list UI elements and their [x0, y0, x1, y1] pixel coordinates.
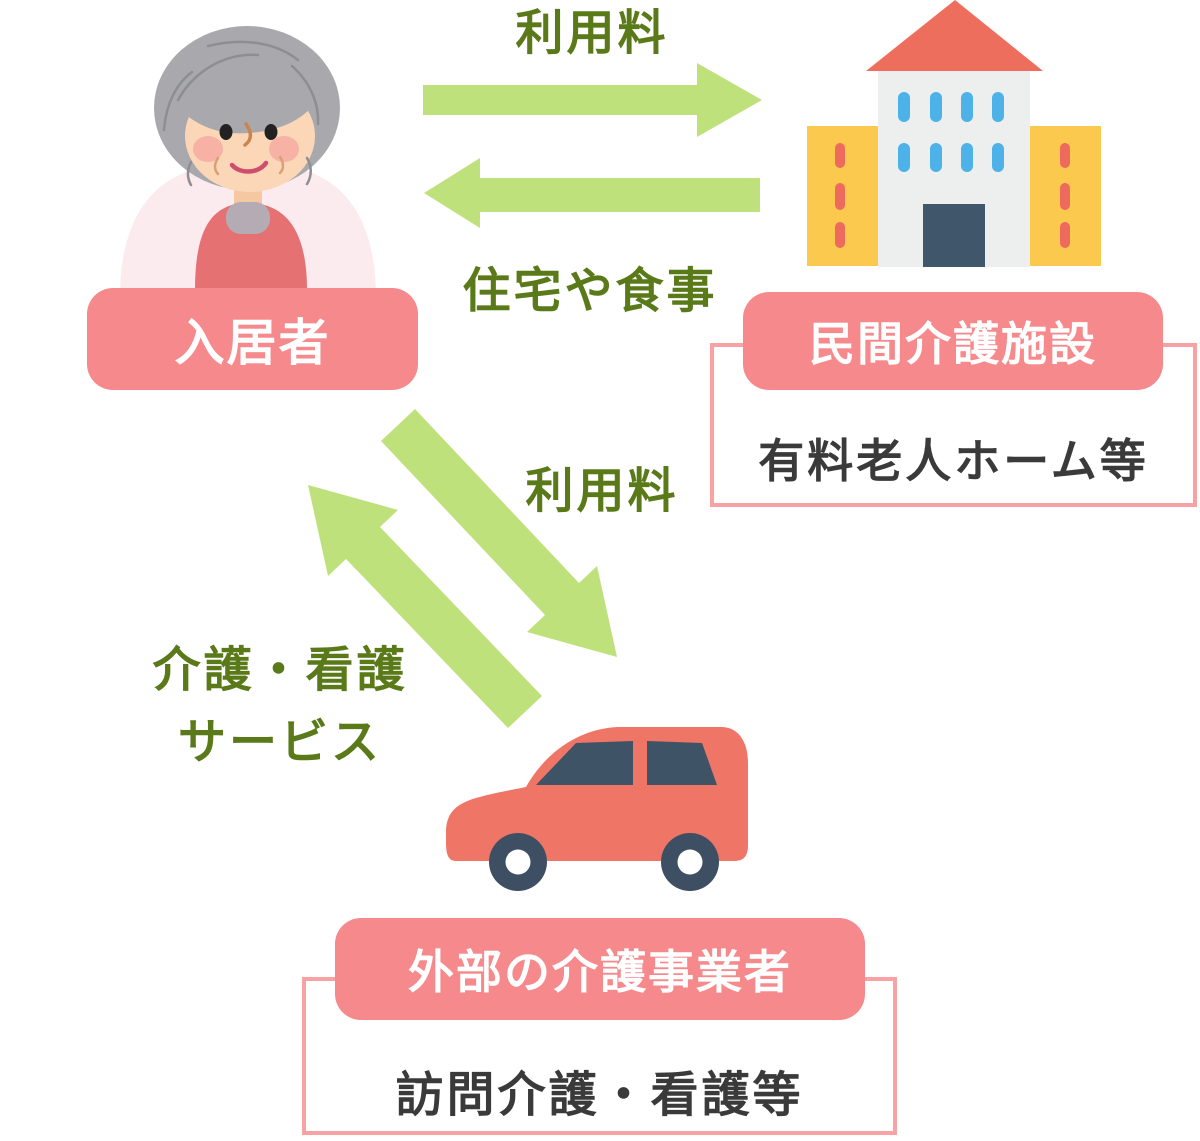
- flow-label-usage-fee-diagonal: 利用料: [525, 463, 679, 519]
- collar-shape: [226, 202, 270, 234]
- care-service-line2: サービス: [177, 714, 383, 770]
- home-visit-car-icon: [446, 727, 748, 891]
- facility-label: 民間介護施設: [743, 292, 1163, 390]
- facility-sublabel: 有料老人ホーム等: [758, 434, 1149, 488]
- bangs-shape: [183, 60, 318, 134]
- resident-label-text: 入居者: [174, 314, 331, 372]
- arrow-resident-to-facility-icon: [423, 63, 762, 137]
- front-hub: [505, 849, 531, 875]
- arrow-provider-to-resident-icon: [308, 485, 542, 728]
- care-facility-building-icon: [807, 0, 1101, 267]
- facility-label-text: 民間介護施設: [809, 317, 1097, 371]
- mouth-smile: [229, 160, 269, 174]
- arrow-facility-to-resident-icon: [424, 158, 760, 228]
- wrinkle-lines: [213, 155, 285, 176]
- flow-label-housing-meals: 住宅や食事: [462, 263, 718, 319]
- wing-windows: [835, 143, 1070, 248]
- dress-shape: [195, 203, 307, 290]
- nose: [243, 122, 253, 147]
- roof: [866, 0, 1043, 71]
- left-eye: [219, 124, 233, 140]
- blue-windows: [898, 92, 1004, 172]
- rear-window: [647, 741, 717, 785]
- flow-label-usage-fee-top: 利用料: [515, 5, 669, 61]
- right-eye: [264, 124, 278, 140]
- flow-label-care-service: 介護・看護 サービス: [152, 634, 407, 778]
- front-window: [536, 741, 633, 785]
- resident-label: 入居者: [87, 288, 418, 390]
- entrance-door: [923, 204, 985, 267]
- rear-hub: [677, 849, 703, 875]
- left-cheek: [193, 136, 223, 162]
- hair-strand-lines: [162, 40, 320, 187]
- provider-sublabel: 訪問介護・看護等: [395, 1067, 804, 1123]
- provider-label-text: 外部の介護事業者: [408, 945, 792, 999]
- right-cheek: [269, 136, 299, 162]
- care-service-line1: 介護・看護: [152, 642, 408, 698]
- arrow-resident-to-provider-icon: [381, 409, 617, 657]
- provider-label: 外部の介護事業者: [335, 918, 865, 1020]
- elderly-woman-icon: [120, 26, 376, 290]
